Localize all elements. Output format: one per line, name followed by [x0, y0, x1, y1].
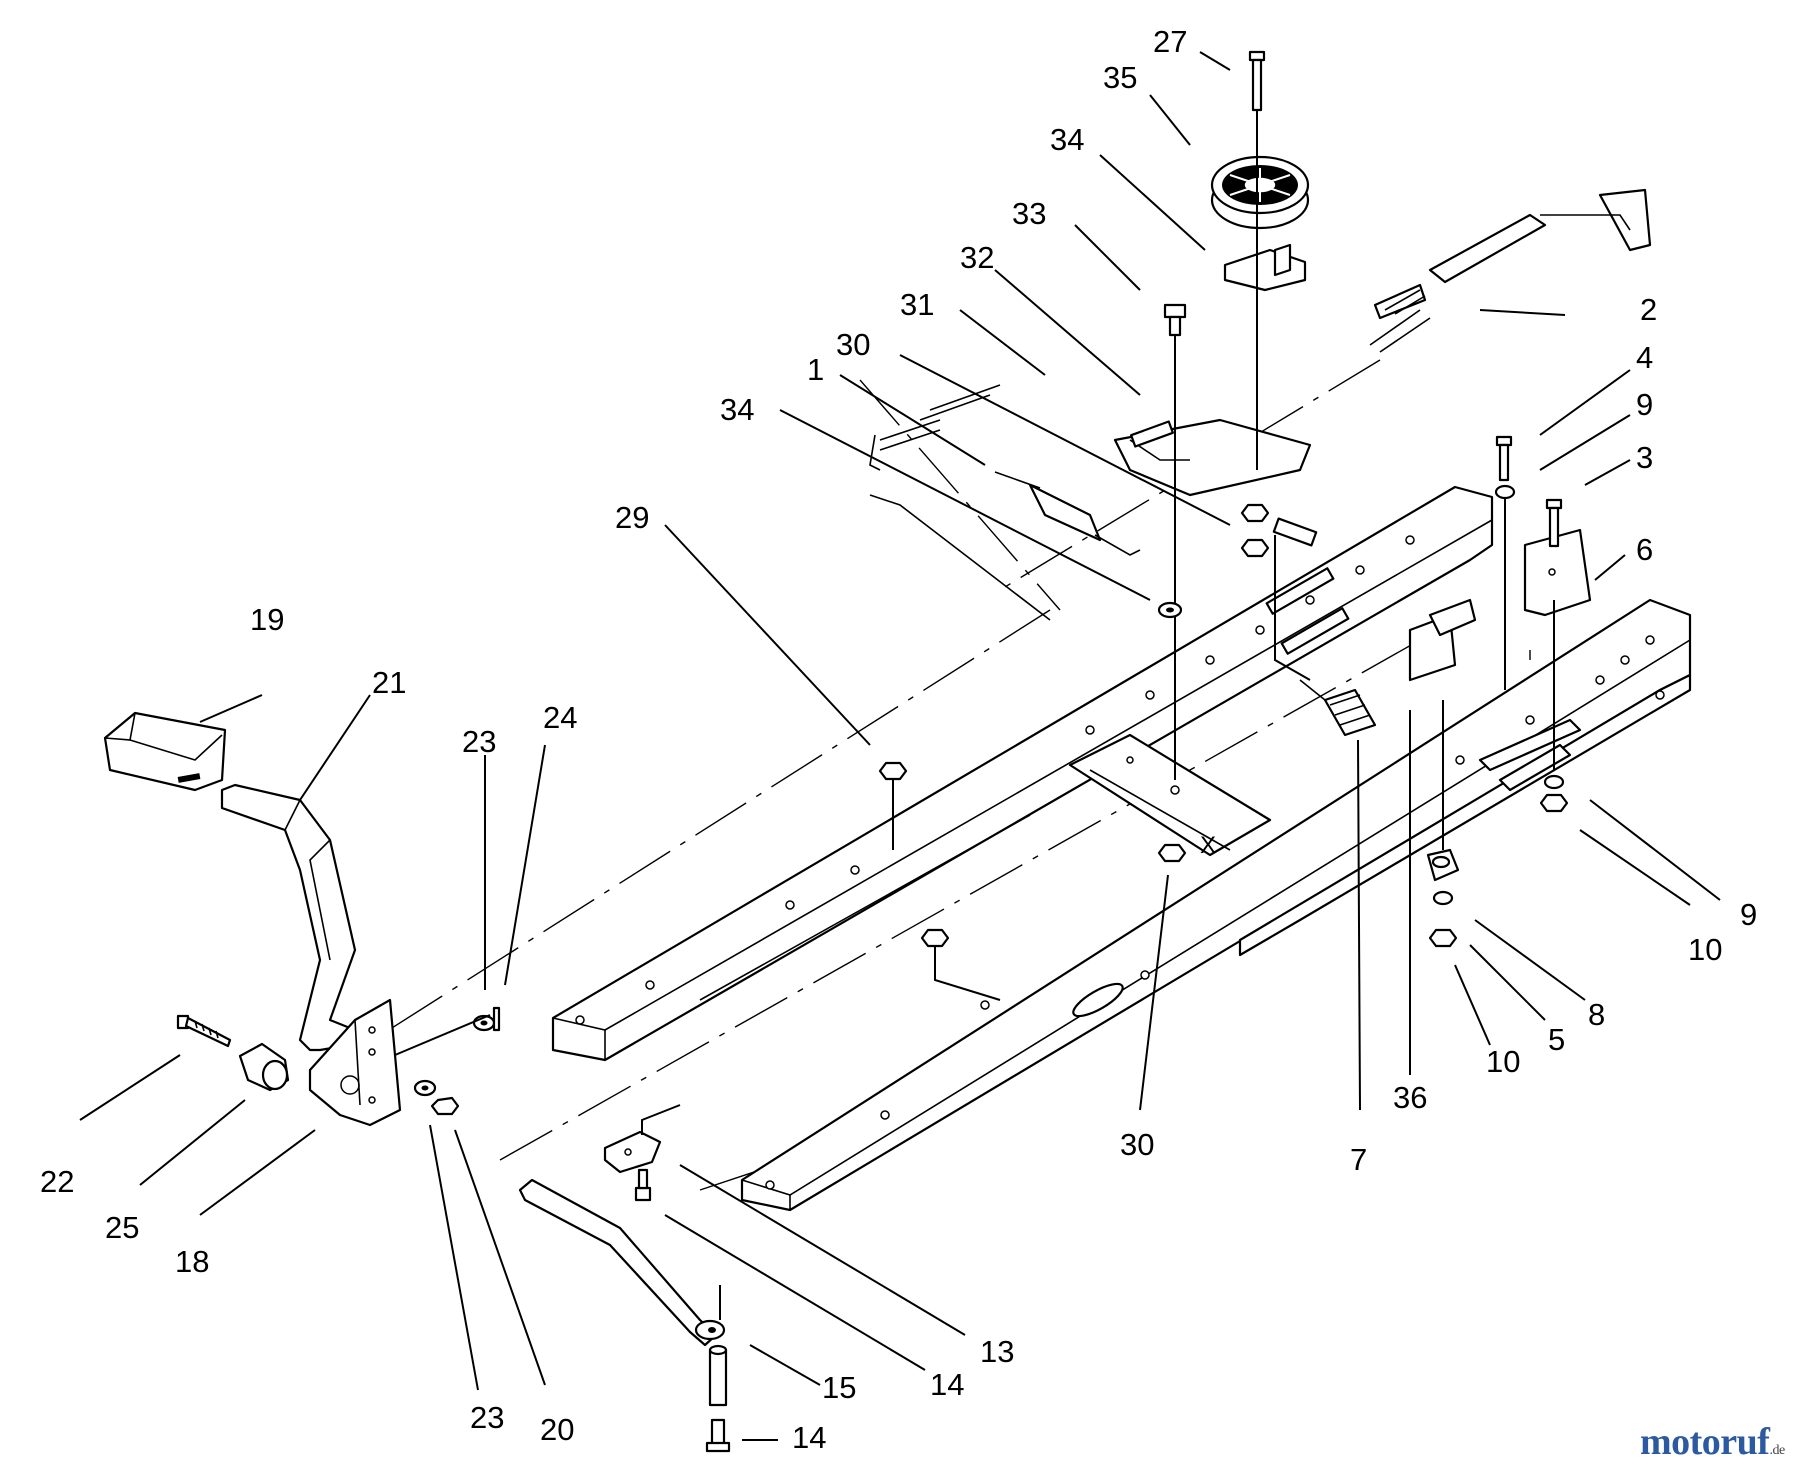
callout-31: 33 — [1012, 196, 1046, 231]
callout-22: 22 — [40, 1164, 74, 1199]
callout-14a: 14 — [930, 1367, 964, 1402]
frame-rail-inner — [551, 485, 1494, 1062]
callout-32: 34 — [1050, 122, 1084, 157]
callout-25: 25 — [105, 1210, 139, 1245]
callout-23a: 23 — [462, 724, 496, 759]
frame-rail-outer — [740, 598, 1692, 1212]
bolts-right — [1426, 435, 1569, 948]
spring-assembly-2 — [1369, 188, 1652, 353]
spring-assembly-1 — [869, 384, 1141, 621]
pedal-arm-21 — [220, 783, 357, 1052]
callout-27: 30 — [1120, 1127, 1154, 1162]
washers-nuts-pedal — [394, 1006, 501, 1116]
callout-labels: 27 35 34 33 32 31 30 1 34 29 2 4 9 3 6 9… — [40, 24, 1757, 1455]
callout-9b: 9 — [1740, 897, 1757, 932]
bracket-13 — [603, 1104, 681, 1174]
callout-26: 29 — [615, 500, 649, 535]
callout-14b: 14 — [792, 1420, 826, 1455]
bolt-14a — [634, 1168, 652, 1202]
callout-34: 27 — [1153, 24, 1187, 59]
callout-3: 3 — [1636, 440, 1653, 475]
callout-36: 36 — [1393, 1080, 1427, 1115]
plate-6 — [1523, 528, 1592, 617]
pedal-bracket-18 — [308, 998, 402, 1127]
callout-8: 8 — [1588, 997, 1605, 1032]
bolts-and-nuts — [878, 303, 1318, 1001]
callout-1: 1 — [807, 352, 824, 387]
leader-lines — [79, 51, 1721, 1441]
watermark-text: motoruf — [1640, 1421, 1770, 1463]
callout-30: 32 — [960, 240, 994, 275]
brake-rod-15 — [518, 1178, 726, 1347]
callout-24: 24 — [543, 700, 577, 735]
outer-rail-holes — [765, 635, 1665, 1190]
callout-13: 13 — [980, 1334, 1014, 1369]
spacer-and-bolt-14b — [705, 1344, 731, 1453]
callout-21: 21 — [372, 665, 406, 700]
bushing-25 — [238, 1042, 290, 1092]
callout-10b: 10 — [1486, 1044, 1520, 1079]
callout-5: 5 — [1548, 1022, 1565, 1057]
callout-10a: 10 — [1688, 932, 1722, 967]
callout-7: 7 — [1350, 1142, 1367, 1177]
marker-x: X — [1200, 832, 1216, 859]
watermark-logo: motoruf.de — [1640, 1420, 1785, 1464]
pedal-pad-20 — [103, 711, 227, 792]
spring-7 — [1299, 679, 1377, 737]
pulley — [1210, 155, 1310, 230]
callout-4: 4 — [1636, 340, 1653, 375]
callout-33: 35 — [1103, 60, 1137, 95]
bolt-22 — [176, 1014, 232, 1048]
callout-29: 31 — [900, 287, 934, 322]
plate-36 — [1408, 598, 1477, 682]
callout-20: 19 — [250, 602, 284, 637]
cross-member — [1068, 733, 1272, 857]
pulley-bracket — [1223, 243, 1307, 292]
callout-6: 6 — [1636, 532, 1653, 567]
idler-bracket — [1113, 418, 1312, 497]
rail-holes — [575, 535, 1415, 1025]
callout-28: 30 — [836, 327, 870, 362]
callout-2: 2 — [1640, 292, 1657, 327]
callout-9a: 9 — [1636, 387, 1653, 422]
callout-15: 15 — [822, 1370, 856, 1405]
callout-23b: 23 — [470, 1400, 504, 1435]
bolt-34 — [1248, 50, 1266, 470]
callout-19: 20 — [540, 1412, 574, 1447]
callout-18: 18 — [175, 1244, 209, 1279]
watermark-suffix: .de — [1769, 1443, 1785, 1458]
callout-35: 34 — [720, 392, 754, 427]
